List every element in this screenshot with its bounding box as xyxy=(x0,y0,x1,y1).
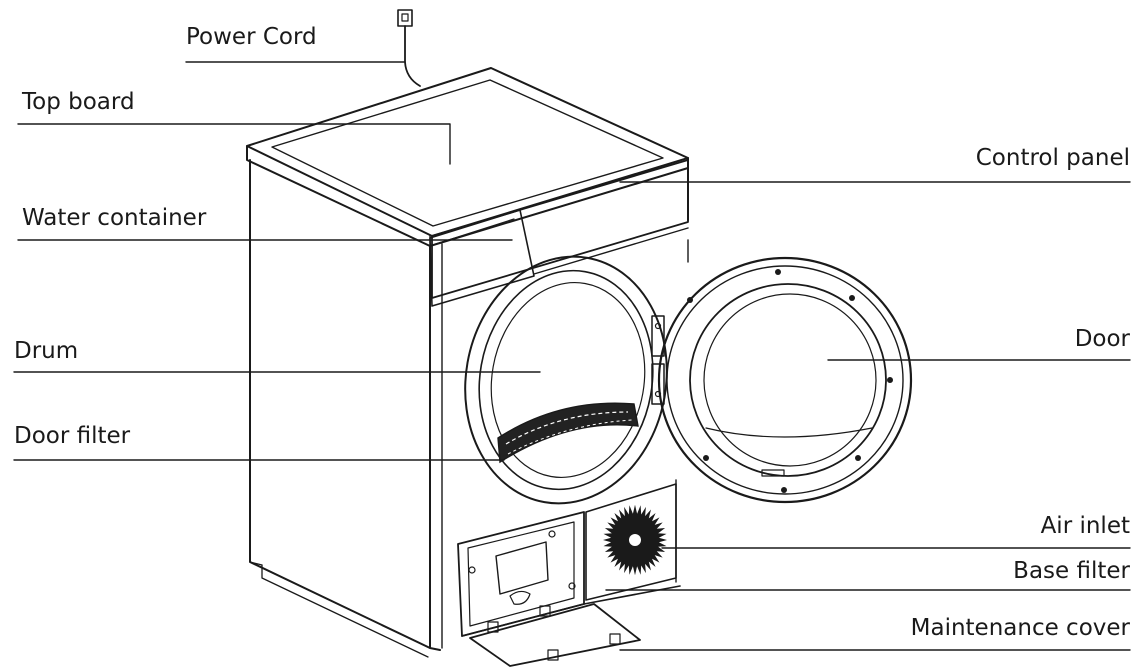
fan-icon xyxy=(603,504,667,576)
label-drum: Drum xyxy=(14,338,79,364)
maintenance-opening xyxy=(457,511,585,637)
label-door-filter: Door filter xyxy=(14,423,131,449)
door-filter-mesh xyxy=(497,402,639,464)
air-inlet-panel xyxy=(585,483,677,601)
leader-lines xyxy=(13,61,1131,651)
door-hinges xyxy=(651,315,665,405)
control-panel-box xyxy=(429,159,689,307)
label-top-board: Top board xyxy=(22,89,135,115)
maintenance-cover xyxy=(469,603,641,667)
label-air-inlet: Air inlet xyxy=(1040,513,1130,539)
top-board xyxy=(246,67,689,247)
label-door: Door xyxy=(1074,326,1130,352)
leader-top-board xyxy=(17,123,451,165)
label-power-cord: Power Cord xyxy=(186,24,317,50)
power-plug xyxy=(397,9,413,27)
fan-hub xyxy=(629,534,641,546)
door-assembly xyxy=(657,256,913,504)
label-base-filter: Base filter xyxy=(1013,558,1130,584)
label-maintenance-cover: Maintenance cover xyxy=(910,615,1130,641)
label-water-container: Water container xyxy=(22,205,207,231)
cabinet-side xyxy=(249,159,431,658)
label-control-panel: Control panel xyxy=(975,145,1130,171)
power-cord-wire xyxy=(404,25,421,87)
